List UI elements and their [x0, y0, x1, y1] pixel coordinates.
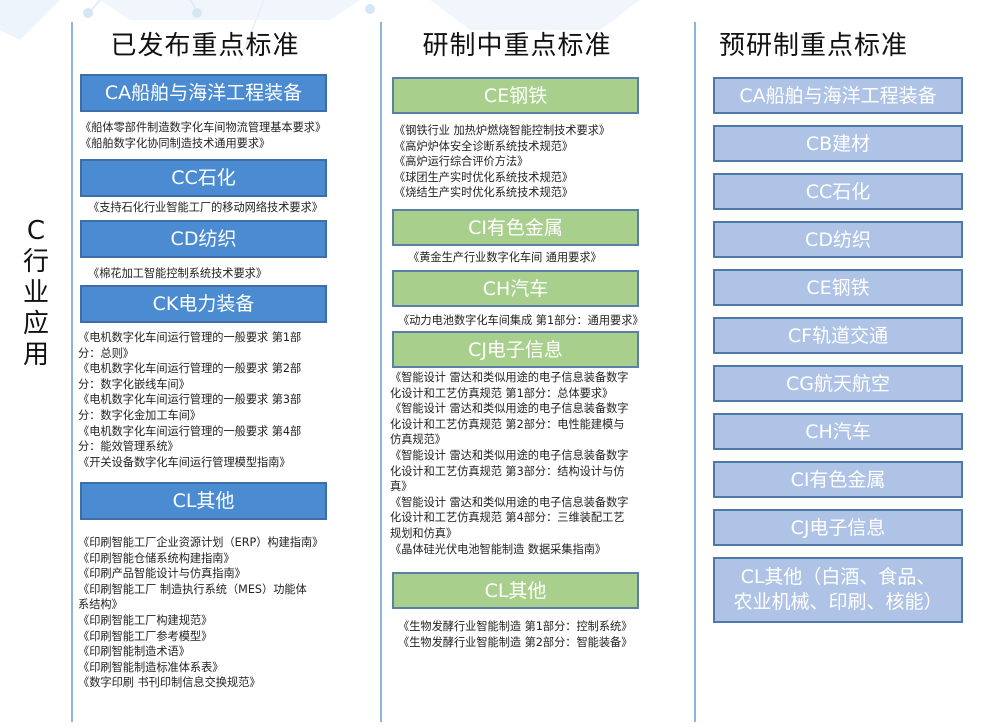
- ca-published-list: 《船体零部件制造数字化车间物流管理基本要求》 《船舶数字化协同制造技术通用要求》: [80, 121, 327, 150]
- cc-published-list: 《支持石化行业智能工厂的移动网络技术要求》: [88, 201, 323, 214]
- cl-published-list: 《印刷智能工厂企业资源计划（ERP）构建指南》 《印刷智能仓储系统构建指南》 《…: [78, 536, 324, 690]
- divider-right: [694, 22, 696, 722]
- category-cd-published: CD纺织: [80, 220, 327, 258]
- column-title-pre-research: 预研制重点标准: [719, 31, 909, 61]
- ce-in-progress-list: 《钢铁行业 加热炉燃烧智能控制技术要求》 《高炉炉体安全诊断系统技术规范》 《高…: [394, 124, 611, 200]
- category-ch-pre-research: CH汽车: [713, 413, 963, 450]
- column-title-published: 已发布重点标准: [110, 31, 300, 61]
- category-cc-published: CC石化: [80, 159, 327, 197]
- category-ca-published: CA船舶与海洋工程装备: [80, 74, 327, 112]
- category-ca-pre-research: CA船舶与海洋工程装备: [713, 77, 963, 114]
- side-label-char: 用: [22, 340, 49, 370]
- category-cd-pre-research: CD纺织: [713, 221, 963, 258]
- category-cb-pre-research: CB建材: [713, 125, 963, 162]
- category-ck-published: CK电力装备: [80, 285, 327, 323]
- side-label-char: 应: [22, 309, 49, 339]
- category-cf-pre-research: CF轨道交通: [713, 317, 963, 354]
- category-cl-in-progress: CL其他: [392, 572, 639, 609]
- ck-published-list: 《电机数字化车间运行管理的一般要求 第1部 分：总则》 《电机数字化车间运行管理…: [78, 331, 302, 469]
- divider-left: [71, 22, 73, 722]
- side-label-char: 业: [22, 278, 49, 308]
- ci-in-progress-list: 《黄金生产行业数字化车间 通用要求》: [408, 251, 602, 264]
- cd-published-list: 《棉花加工智能控制系统技术要求》: [88, 267, 268, 280]
- published-standards-column: 已发布重点标准: [80, 22, 380, 70]
- category-cj-in-progress: CJ电子信息: [392, 331, 639, 368]
- ch-in-progress-list: 《动力电池数字化车间集成 第1部分：通用要求》: [398, 314, 644, 327]
- category-ce-pre-research: CE钢铁: [713, 269, 963, 306]
- category-ch-in-progress: CH汽车: [392, 270, 639, 307]
- side-label-char: C: [26, 216, 46, 246]
- side-label-char: 行: [22, 247, 49, 277]
- category-cj-pre-research: CJ电子信息: [713, 509, 963, 546]
- category-cc-pre-research: CC石化: [713, 173, 963, 210]
- category-cl-published: CL其他: [80, 482, 327, 520]
- cj-in-progress-list: 《智能设计 雷达和类似用途的电子信息装备数字 化设计和工艺仿真规范 第1部分：总…: [390, 371, 629, 556]
- cl-in-progress-list: 《生物发酵行业智能制造 第1部分：控制系统》 《生物发酵行业智能制造 第2部分：…: [398, 620, 633, 649]
- industry-application-label: C 行 业 应 用: [18, 216, 54, 371]
- divider-middle: [380, 22, 382, 722]
- pre-research-standards-column: 预研制重点标准: [713, 22, 963, 70]
- category-ci-pre-research: CI有色金属: [713, 461, 963, 498]
- category-cg-pre-research: CG航天航空: [713, 365, 963, 402]
- in-progress-standards-column: 研制中重点标准: [392, 22, 642, 70]
- column-title-in-progress: 研制中重点标准: [422, 31, 612, 61]
- category-ce-in-progress: CE钢铁: [392, 77, 639, 114]
- category-ci-in-progress: CI有色金属: [392, 209, 639, 246]
- category-cl-pre-research: CL其他（白酒、食品、 农业机械、印刷、核能）: [713, 557, 963, 623]
